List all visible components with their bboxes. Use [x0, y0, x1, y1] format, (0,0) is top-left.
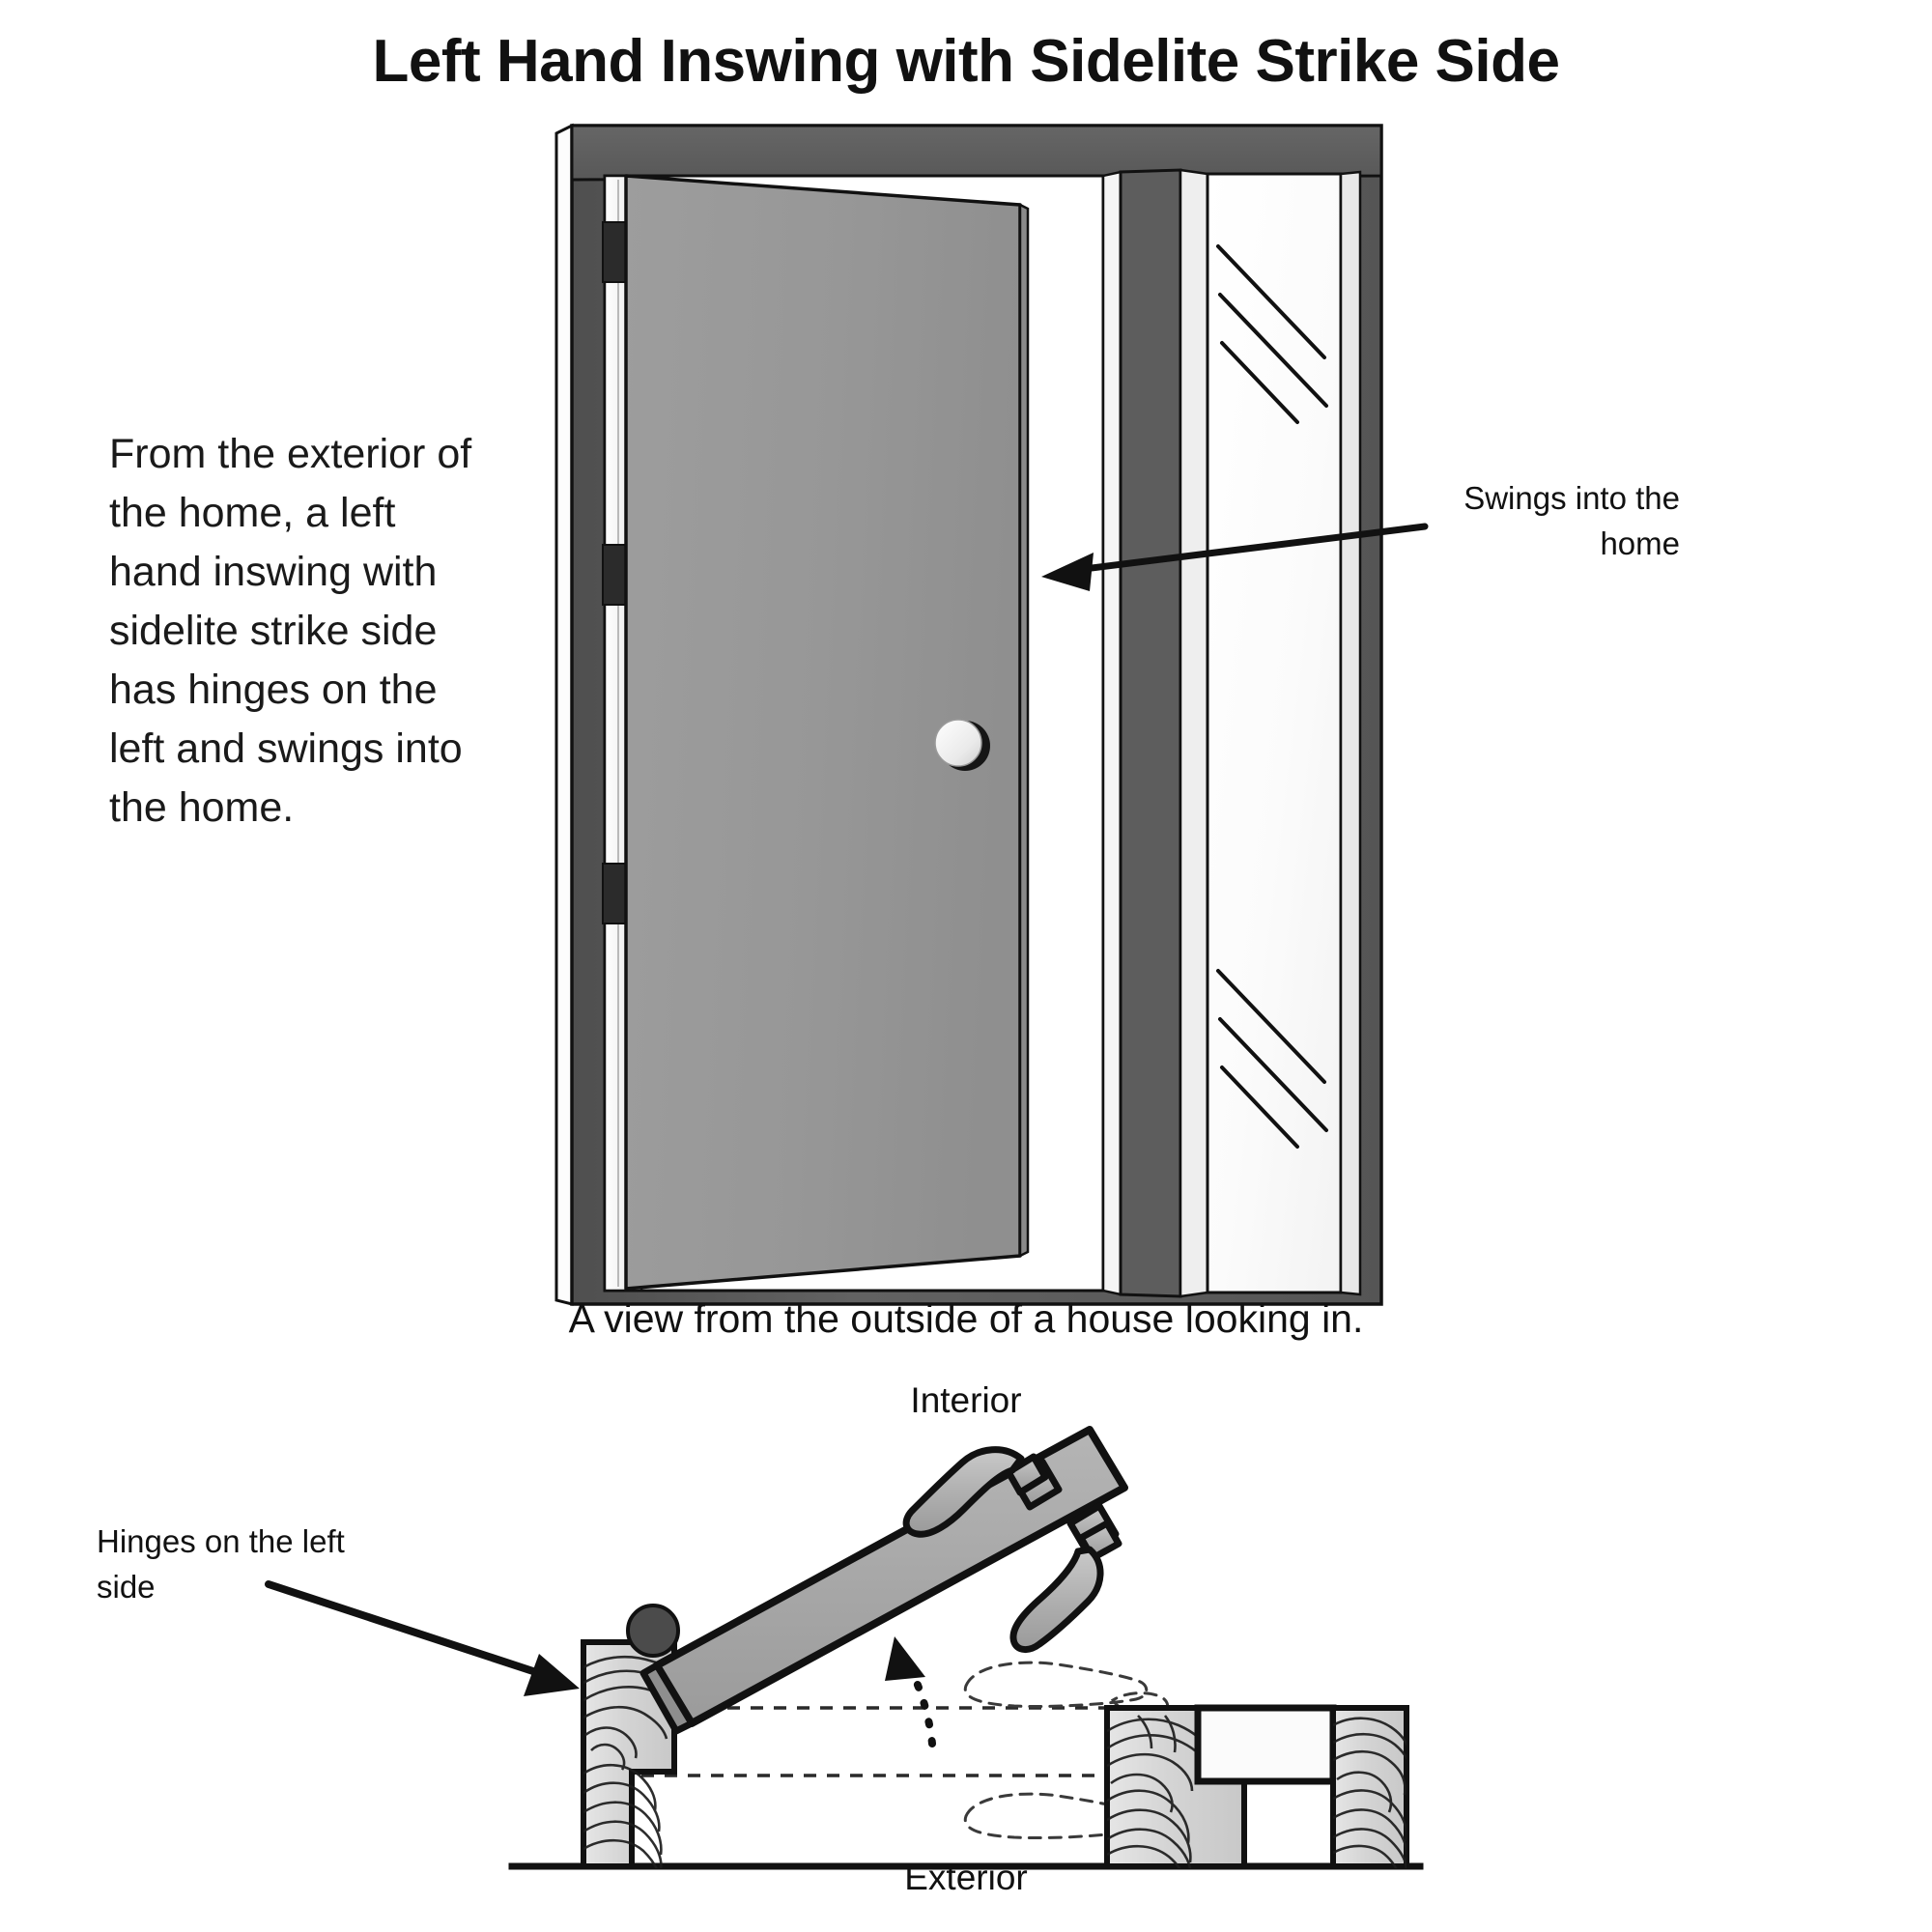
exterior-label: Exterior: [904, 1858, 1028, 1897]
hinge-bottom: [602, 863, 644, 924]
wood-jamb-left: [581, 1639, 677, 1869]
sidelite: [1179, 168, 1362, 1298]
description-text: From the exterior of the home, a left ha…: [109, 431, 472, 831]
door-knob: [934, 719, 990, 771]
lever-handle-interior: [902, 1446, 1063, 1538]
elevation-caption: A view from the outside of a house looki…: [568, 1296, 1364, 1341]
swings-into-home-arrow: [1041, 523, 1429, 591]
mullion: [1101, 168, 1182, 1298]
swings-into-home-label: Swings into the home: [1463, 480, 1680, 561]
interior-label: Interior: [910, 1380, 1022, 1420]
hinge-jamb: [603, 174, 643, 1293]
hinge-pivot: [626, 1604, 680, 1658]
door-slab: [624, 174, 1030, 1291]
hinge-middle: [602, 544, 644, 606]
door-frame-outer: [554, 123, 1383, 1306]
swing-arc: [885, 1636, 936, 1747]
hinges-left-side-label: Hinges on the left side: [97, 1523, 345, 1605]
page-title: Left Hand Inswing with Sidelite Strike S…: [372, 28, 1560, 95]
hinge-top: [602, 221, 644, 283]
lever-handle-exterior: [1009, 1502, 1122, 1653]
sidelite-glass-shine-bottom: [1216, 969, 1328, 1149]
plan-ghost-hardware: [963, 1661, 1170, 1840]
hinge-group: [602, 221, 644, 924]
door-opening: [603, 174, 1105, 1293]
sidelite-glass-shine-top: [1216, 244, 1328, 424]
plan-door-slab: [639, 1426, 1128, 1735]
plan-dashed-guides: [618, 1706, 1381, 1777]
